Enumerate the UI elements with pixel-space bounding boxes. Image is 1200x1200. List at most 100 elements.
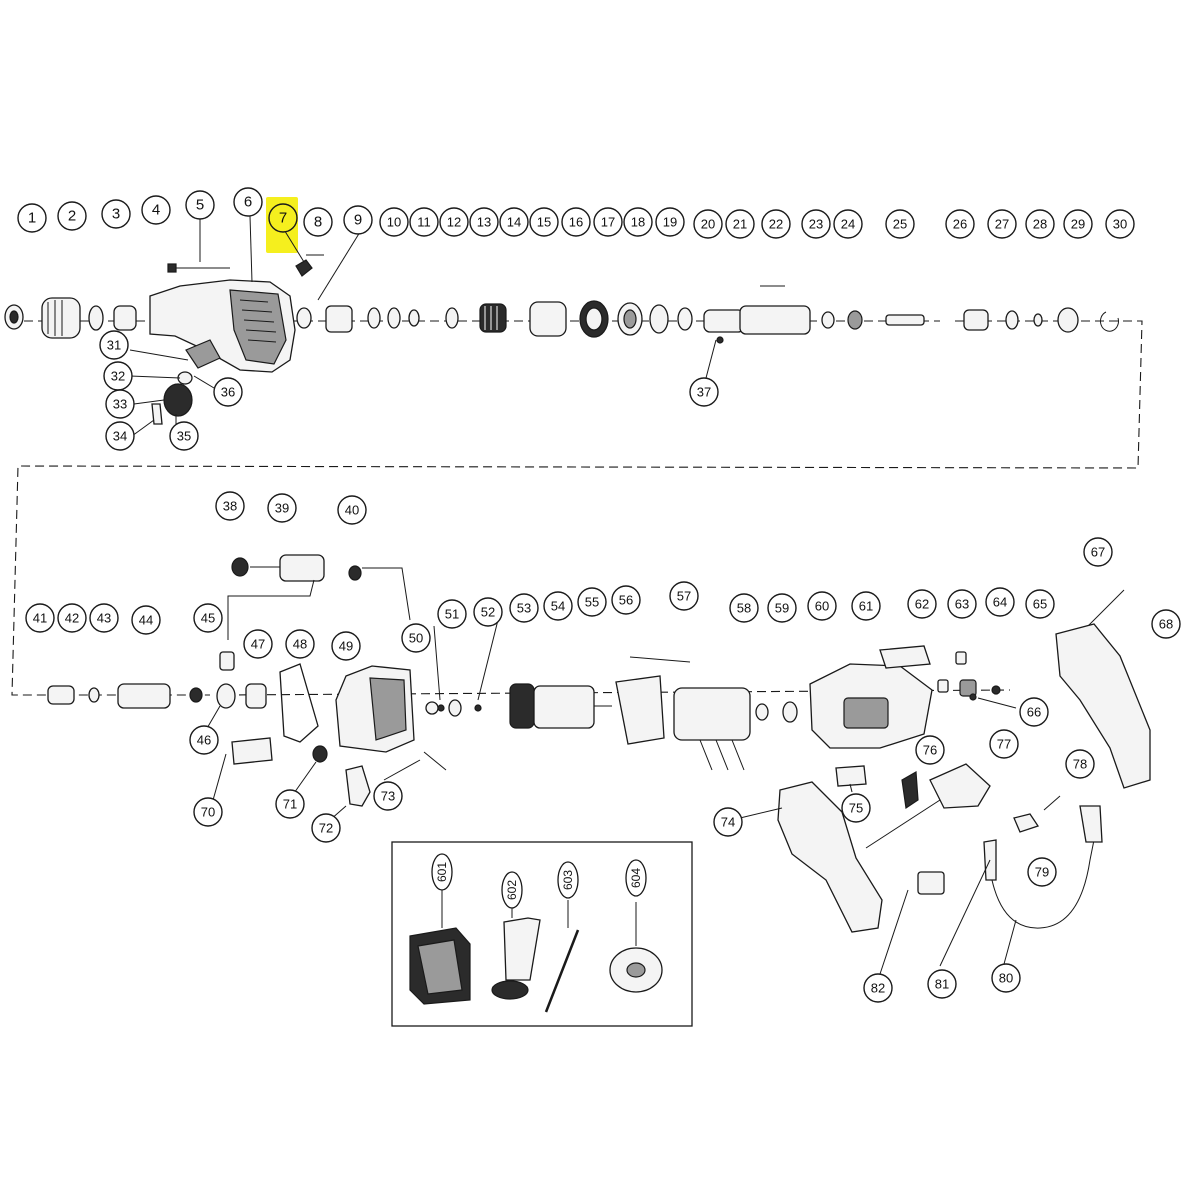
- svg-text:68: 68: [1159, 617, 1173, 632]
- top-row-parts: [4, 254, 1119, 425]
- callout-18: 18: [623, 207, 653, 237]
- svg-text:37: 37: [697, 385, 711, 400]
- callout-15: 15: [529, 207, 559, 237]
- callout-58: 58: [729, 593, 759, 623]
- callout-25: 25: [885, 209, 915, 239]
- svg-text:31: 31: [107, 338, 121, 353]
- callout-44: 44: [131, 605, 161, 635]
- callout-19: 19: [655, 207, 685, 237]
- svg-text:73: 73: [381, 789, 395, 804]
- svg-text:72: 72: [319, 821, 333, 836]
- svg-text:25: 25: [893, 217, 907, 232]
- svg-text:77: 77: [997, 737, 1011, 752]
- svg-text:59: 59: [775, 601, 789, 616]
- svg-text:70: 70: [201, 805, 215, 820]
- callout-70: 70: [193, 797, 223, 827]
- callout-42: 42: [57, 603, 87, 633]
- svg-text:76: 76: [923, 743, 937, 758]
- svg-text:13: 13: [477, 215, 491, 230]
- svg-text:33: 33: [113, 397, 127, 412]
- callout-6: 6: [233, 187, 263, 217]
- svg-text:78: 78: [1073, 757, 1087, 772]
- svg-text:64: 64: [993, 595, 1007, 610]
- svg-text:52: 52: [481, 605, 495, 620]
- svg-text:35: 35: [177, 429, 191, 444]
- callout-31: 31: [99, 330, 129, 360]
- callout-40: 40: [337, 495, 367, 525]
- svg-text:23: 23: [809, 217, 823, 232]
- callout-60: 60: [807, 591, 837, 621]
- svg-text:54: 54: [551, 599, 565, 614]
- callout-603: 603: [557, 861, 579, 899]
- callout-5: 5: [185, 190, 215, 220]
- svg-text:71: 71: [283, 797, 297, 812]
- callout-59: 59: [767, 593, 797, 623]
- callout-12: 12: [439, 207, 469, 237]
- svg-text:44: 44: [139, 613, 153, 628]
- callout-8: 8: [303, 207, 333, 237]
- svg-text:22: 22: [769, 217, 783, 232]
- svg-text:6: 6: [244, 194, 252, 211]
- svg-text:601: 601: [435, 862, 449, 882]
- callout-66: 66: [1019, 697, 1049, 727]
- svg-text:3: 3: [112, 206, 120, 223]
- callout-24: 24: [833, 209, 863, 239]
- accessory-kit: [391, 841, 693, 1027]
- svg-text:81: 81: [935, 977, 949, 992]
- svg-text:48: 48: [293, 637, 307, 652]
- callout-32: 32: [103, 361, 133, 391]
- callout-80: 80: [991, 963, 1021, 993]
- callout-76: 76: [915, 735, 945, 765]
- svg-text:51: 51: [445, 607, 459, 622]
- callout-7: 7: [268, 203, 298, 233]
- svg-text:62: 62: [915, 597, 929, 612]
- callout-74: 74: [713, 807, 743, 837]
- callout-75: 75: [841, 793, 871, 823]
- callout-43: 43: [89, 603, 119, 633]
- svg-text:8: 8: [314, 214, 322, 231]
- svg-text:58: 58: [737, 601, 751, 616]
- svg-text:65: 65: [1033, 597, 1047, 612]
- callout-53: 53: [509, 593, 539, 623]
- callout-48: 48: [285, 629, 315, 659]
- callout-30: 30: [1105, 209, 1135, 239]
- callout-13: 13: [469, 207, 499, 237]
- callout-39: 39: [267, 493, 297, 523]
- callout-77: 77: [989, 729, 1019, 759]
- svg-text:40: 40: [345, 503, 359, 518]
- svg-text:30: 30: [1113, 217, 1127, 232]
- svg-text:75: 75: [849, 801, 863, 816]
- svg-text:1: 1: [28, 210, 36, 227]
- callout-79: 79: [1027, 857, 1057, 887]
- svg-text:11: 11: [417, 215, 431, 230]
- callout-73: 73: [373, 781, 403, 811]
- callout-1: 1: [17, 203, 47, 233]
- svg-text:603: 603: [561, 870, 575, 890]
- callout-61: 61: [851, 591, 881, 621]
- svg-text:9: 9: [354, 212, 362, 229]
- callout-29: 29: [1063, 209, 1093, 239]
- callout-46: 46: [189, 725, 219, 755]
- callout-37: 37: [689, 377, 719, 407]
- callout-3: 3: [101, 199, 131, 229]
- callout-36: 36: [213, 377, 243, 407]
- callout-41: 41: [25, 603, 55, 633]
- svg-text:16: 16: [569, 215, 583, 230]
- callout-26: 26: [945, 209, 975, 239]
- callout-64: 64: [985, 587, 1015, 617]
- svg-text:74: 74: [721, 815, 735, 830]
- svg-text:36: 36: [221, 385, 235, 400]
- callout-28: 28: [1025, 209, 1055, 239]
- svg-text:53: 53: [517, 601, 531, 616]
- svg-text:67: 67: [1091, 545, 1105, 560]
- svg-text:4: 4: [152, 202, 160, 219]
- svg-text:2: 2: [68, 208, 76, 225]
- svg-text:45: 45: [201, 611, 215, 626]
- callout-54: 54: [543, 591, 573, 621]
- svg-text:34: 34: [113, 429, 127, 444]
- callout-23: 23: [801, 209, 831, 239]
- svg-text:39: 39: [275, 501, 289, 516]
- svg-text:20: 20: [701, 217, 715, 232]
